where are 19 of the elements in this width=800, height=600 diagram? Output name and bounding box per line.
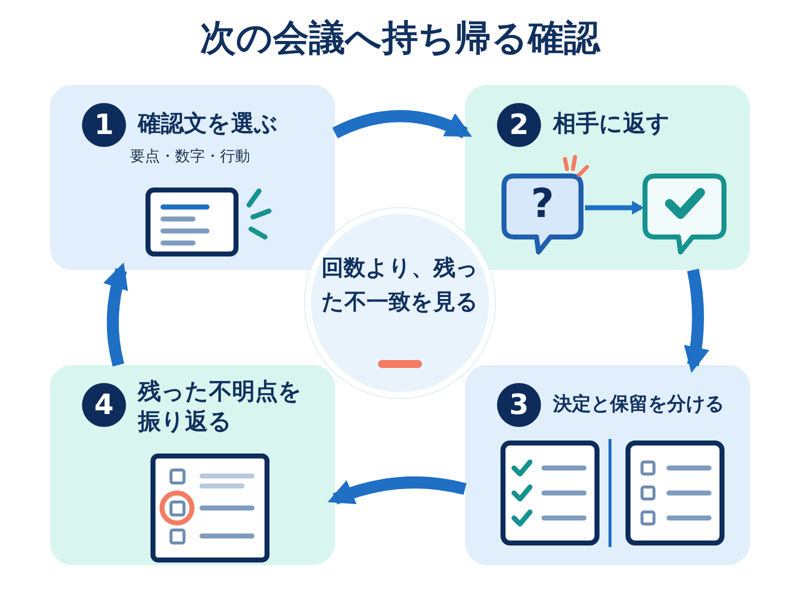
number-badge: 2 — [497, 103, 541, 147]
step-panel — [50, 365, 335, 565]
number-badge: 3 — [497, 383, 541, 427]
arrow — [104, 262, 129, 366]
speech-bubble: ? — [500, 172, 585, 255]
title: 次の会議へ持ち帰る確認 — [199, 17, 602, 61]
step-panel — [465, 365, 750, 565]
step-subtitle: 要点・数字・行動 — [130, 147, 250, 166]
number-badge: 1 — [82, 103, 126, 147]
step-heading: 相手に返す — [553, 110, 671, 139]
step-heading: 残った不明点を振り返る — [138, 378, 303, 437]
step-heading: 決定と保留を分ける — [553, 392, 725, 417]
number-badge: 4 — [82, 383, 126, 427]
center-message: 回数より、残った不一致を見る — [320, 255, 480, 317]
arrow — [328, 476, 466, 505]
arrow — [332, 110, 472, 139]
step-heading: 確認文を選ぶ — [138, 110, 279, 139]
arrow — [585, 200, 644, 215]
arrow — [684, 268, 710, 373]
